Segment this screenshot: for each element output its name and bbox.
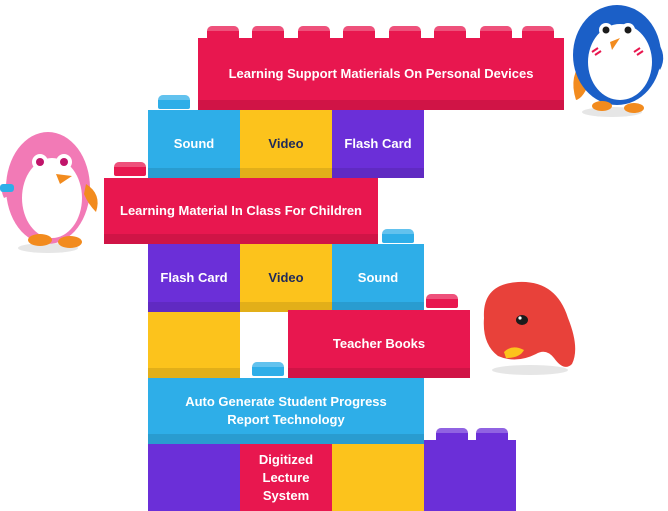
brick-label: Learning Support Matierials On Personal …	[228, 66, 534, 81]
brick-digitized: Digitized Lecture System	[240, 444, 332, 511]
brick-stud	[343, 26, 375, 40]
brick-in-class: Learning Material In Class For Children	[104, 178, 378, 244]
brick-stud	[426, 294, 458, 308]
penguin-icon	[573, 5, 664, 117]
brick-yellow-plain	[332, 444, 424, 511]
brick-yellow-plain	[148, 312, 240, 378]
brick-purple-plain	[424, 440, 516, 511]
red-blob-icon	[483, 281, 576, 375]
brick-stud	[389, 26, 421, 40]
brick-stud	[114, 162, 146, 176]
brick-purple-plain	[148, 444, 240, 511]
brick-label: Teacher Books	[332, 336, 426, 351]
brick-flash-card: Flash Card	[332, 110, 424, 178]
brick-stud	[434, 26, 466, 40]
brick-label: Flash Card	[160, 270, 228, 285]
brick-stud	[522, 26, 554, 40]
brick-label: Video	[268, 270, 304, 285]
brick-stud	[382, 229, 414, 243]
brick-label: Sound	[173, 136, 215, 151]
brick-label: Digitized Lecture System	[258, 451, 314, 503]
brick-progress-report: Auto Generate Student Progress Report Te…	[148, 378, 424, 444]
brick-stud	[158, 95, 190, 109]
brick-label: Learning Material In Class For Children	[120, 203, 362, 218]
brick-label: Video	[268, 136, 304, 151]
brick-video: Video	[240, 110, 332, 178]
brick-flash-card: Flash Card	[148, 244, 240, 312]
brick-stud	[480, 26, 512, 40]
brick-stud	[298, 26, 330, 40]
brick-stud	[476, 428, 508, 442]
brick-sound: Sound	[332, 244, 424, 312]
brick-stud	[252, 362, 284, 376]
brick-video: Video	[240, 244, 332, 312]
brick-label: Sound	[357, 270, 399, 285]
brick-sound: Sound	[148, 110, 240, 178]
brick-label: Flash Card	[344, 136, 412, 151]
brick-stud	[207, 26, 239, 40]
pink-penguin-icon	[0, 132, 98, 253]
brick-teacher-books: Teacher Books	[288, 310, 470, 378]
brick-personal-devices: Learning Support Matierials On Personal …	[198, 38, 564, 110]
brick-stud	[436, 428, 468, 442]
brick-stud	[252, 26, 284, 40]
brick-label: Auto Generate Student Progress Report Te…	[185, 394, 387, 427]
